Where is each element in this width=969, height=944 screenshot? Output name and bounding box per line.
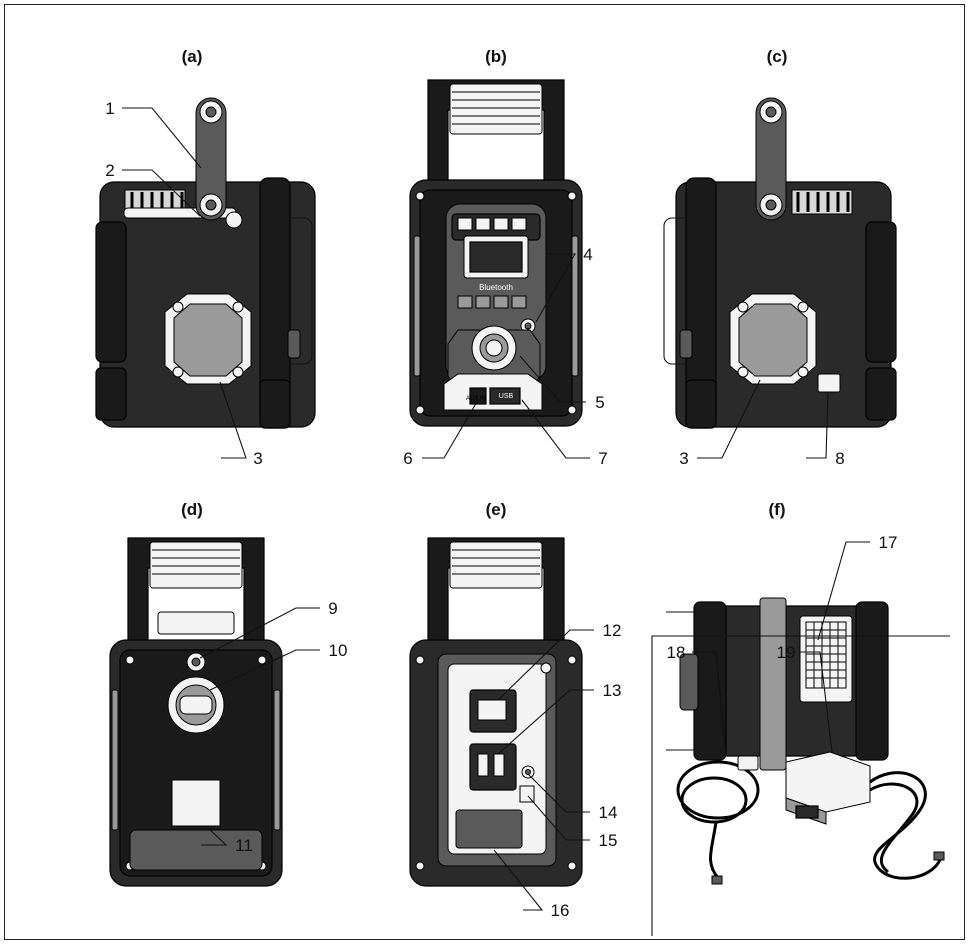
view-b-radio-front: Bluetooth AUX IN USB — [409, 79, 583, 427]
callout-19: 19 — [777, 643, 796, 662]
power-cord — [676, 755, 760, 885]
view-title-c: (c) — [767, 47, 788, 66]
callout-17: 17 — [879, 533, 898, 552]
callout-6: 6 — [403, 449, 412, 468]
view-title-d: (d) — [181, 500, 203, 519]
callout-2: 2 — [105, 161, 114, 180]
callout-7: 7 — [598, 449, 607, 468]
callout-3c: 3 — [679, 449, 688, 468]
callout-9: 9 — [328, 599, 337, 618]
view-title-e: (e) — [486, 500, 507, 519]
view-a-radio-side — [95, 97, 316, 429]
ac-adapter — [785, 751, 945, 880]
callout-4: 4 — [583, 245, 592, 264]
callout-8: 8 — [835, 449, 844, 468]
callout-11: 11 — [235, 836, 253, 855]
callout-3a: 3 — [253, 449, 262, 468]
callout-14: 14 — [599, 803, 618, 822]
callout-5: 5 — [595, 393, 604, 412]
callout-15: 15 — [599, 831, 618, 850]
view-title-f: (f) — [769, 500, 786, 519]
leader-lines — [122, 107, 870, 911]
view-d-radio-rear — [109, 537, 283, 887]
usb-text: USB — [499, 393, 514, 400]
bluetooth-text: Bluetooth — [479, 283, 513, 292]
callout-12: 12 — [603, 621, 622, 640]
figure-frame — [4, 4, 965, 940]
callout-1: 1 — [105, 99, 114, 118]
view-f-radio-bottom — [666, 597, 889, 771]
view-title-b: (b) — [485, 47, 507, 66]
view-title-a: (a) — [182, 47, 203, 66]
callout-16: 16 — [551, 901, 570, 920]
callout-13: 13 — [603, 681, 622, 700]
view-e-radio-rear-open — [409, 537, 583, 887]
callout-18: 18 — [667, 643, 686, 662]
callout-10: 10 — [329, 641, 348, 660]
aux-in-text: AUX IN — [466, 396, 486, 402]
accessories-box — [651, 635, 950, 936]
view-c-radio-side — [663, 97, 897, 429]
